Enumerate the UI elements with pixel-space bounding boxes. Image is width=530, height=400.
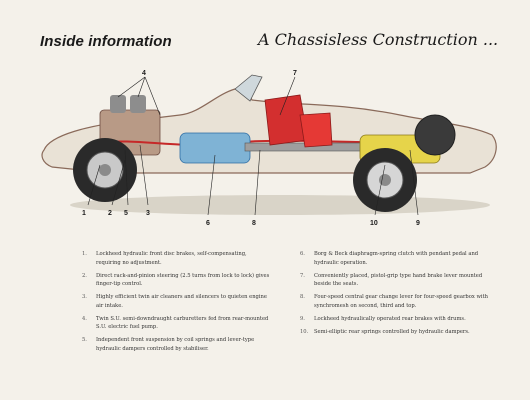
- rear-wheel: [353, 148, 417, 212]
- callout-2: 2: [108, 210, 112, 217]
- feature-item: 3. Highly efficient twin air cleaners and…: [82, 293, 270, 310]
- feature-text: Independent front suspension by coil spr…: [96, 337, 255, 352]
- callout-10: 10: [370, 220, 378, 227]
- feature-number: 2.: [82, 272, 87, 279]
- feature-number: 1.: [82, 251, 87, 257]
- feature-number: 4.: [82, 315, 87, 322]
- feature-text: Lockheed hydraulically operated rear bra…: [314, 315, 466, 322]
- feature-list-right: 6. Borg & Beck diaphragm-spring clutch wi…: [300, 250, 500, 341]
- feature-number: 9.: [300, 315, 305, 322]
- ground-shadow: [70, 195, 490, 215]
- feature-text: Highly efficient twin air cleaners and s…: [96, 294, 267, 309]
- feature-text: Twin S.U. semi-downdraught carburetters …: [96, 315, 269, 331]
- gearbox: [179, 132, 251, 164]
- feature-number: 7.: [300, 272, 305, 279]
- callout-6: 6: [206, 220, 210, 227]
- callout-4: 4: [142, 70, 146, 77]
- callout-9: 9: [416, 220, 420, 227]
- page-subtitle: A Chassisless Construction ...: [258, 30, 499, 49]
- feature-item: 7. Conveniently placed, pistol-grip type …: [300, 272, 500, 289]
- feature-text: Conveniently placed, pistol-grip type ha…: [314, 272, 483, 288]
- callout-3: 3: [146, 210, 150, 217]
- feature-list-left: 1. Lockheed hydraulic front disc brakes, …: [82, 250, 270, 358]
- feature-item: 9. Lockheed hydraulically operated rear b…: [300, 315, 500, 324]
- feature-text: Direct rack-and-pinion steering (2.5 tur…: [96, 272, 270, 288]
- feature-item: 1. Lockheed hydraulic front disc brakes, …: [82, 250, 270, 267]
- feature-item: 2. Direct rack-and-pinion steering (2.5 t…: [82, 272, 270, 289]
- spare-wheel: [414, 114, 456, 156]
- feature-number: 5.: [82, 337, 87, 343]
- leader-lines: [87, 76, 419, 216]
- callout-8: 8: [252, 220, 256, 227]
- callout-5: 5: [124, 210, 128, 217]
- seat: [299, 112, 333, 148]
- feature-number: 6.: [300, 251, 305, 257]
- feature-number: 8.: [300, 294, 305, 300]
- feature-number: 10.: [300, 328, 309, 335]
- page-title: Inside information: [40, 33, 172, 50]
- feature-text: Borg & Beck diaphragm-spring clutch with…: [314, 251, 479, 266]
- feature-item: 4. Twin S.U. semi-downdraught carburetter…: [82, 315, 270, 332]
- feature-text: Four-speed central gear change lever for…: [314, 294, 488, 309]
- air-cleaner: [110, 95, 126, 113]
- feature-item: 8. Four-speed central gear change lever f…: [300, 293, 500, 310]
- feature-number: 3.: [82, 294, 87, 300]
- feature-item: 10. Semi-elliptic rear springs controlled…: [300, 328, 500, 337]
- callout-7: 7: [293, 70, 297, 77]
- car-cutaway-illustration: 4 1 2 5 3 6 8 7 10 9: [41, 70, 497, 227]
- callout-1: 1: [82, 210, 86, 217]
- feature-item: 5. Independent front suspension by coil s…: [82, 336, 270, 353]
- air-cleaner: [130, 95, 146, 113]
- feature-text: Lockheed hydraulic front disc brakes, se…: [96, 251, 247, 266]
- feature-item: 6. Borg & Beck diaphragm-spring clutch wi…: [300, 250, 500, 267]
- windscreen: [234, 74, 263, 102]
- feature-text: Semi-elliptic rear springs controlled by…: [314, 328, 470, 335]
